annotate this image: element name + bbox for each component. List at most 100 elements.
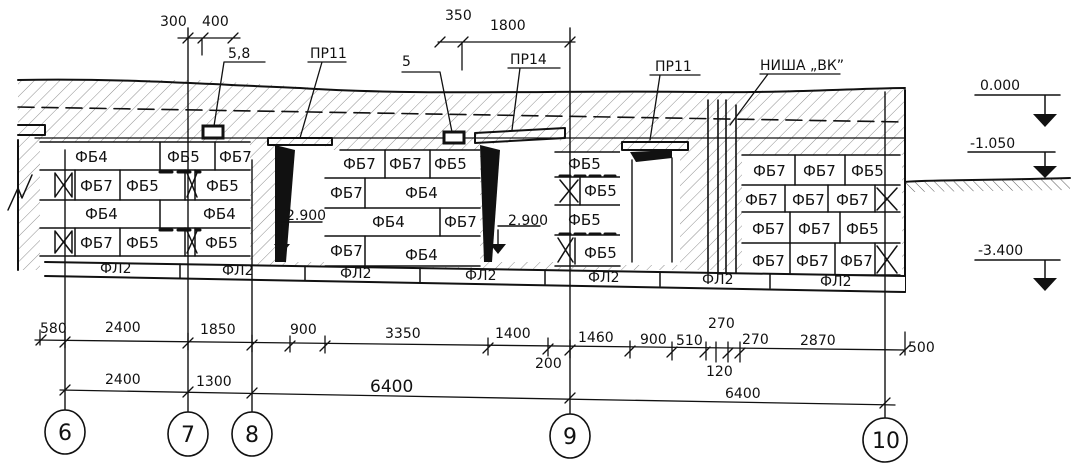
lintel-label: ПР11 (655, 59, 692, 75)
block-label: ФБ7 (792, 191, 825, 209)
elevation-arrow (274, 244, 290, 254)
block-label: ФБ5 (167, 148, 200, 166)
block-label: ФБ4 (203, 205, 236, 223)
block-label: ФБ4 (85, 205, 118, 223)
ground-dashed-line (17, 106, 906, 123)
elevation-label: -1.050 (970, 136, 1015, 152)
niche-label: НИША „ВК” (760, 58, 844, 74)
axis-bubble-10: 10 (862, 417, 908, 463)
dimension-label: 6400 (370, 377, 413, 397)
block-label: ФБ7 (444, 213, 477, 231)
block-label: ФБ5 (126, 177, 159, 195)
footing-strip (44, 261, 906, 293)
elevation-arrow (490, 244, 506, 254)
block-label: ФБ5 (851, 162, 884, 180)
top-dimension-lines (177, 32, 841, 141)
dimension-label: 1800 (490, 18, 526, 34)
opening-2 (442, 127, 566, 262)
elevation-label: 0.000 (980, 78, 1020, 94)
grade-hatch (905, 178, 1070, 192)
block-label: ФБ5 (584, 182, 617, 200)
opening-1 (267, 137, 333, 262)
block-group-3 (554, 151, 622, 267)
dimension-label: 2400 (105, 320, 141, 336)
dimension-line-row2 (59, 384, 896, 409)
elevation-arrow (1033, 278, 1057, 291)
dimension-label: 500 (908, 340, 935, 356)
axis-label: 6 (58, 421, 72, 446)
dimension-label: 510 (676, 333, 703, 349)
dimension-label: 400 (202, 14, 229, 30)
dimension-label: 350 (445, 8, 472, 24)
dimension-label: 3350 (385, 326, 421, 342)
block-label: ФБ5 (206, 177, 239, 195)
dimension-label: 5 (402, 54, 411, 70)
dimension-label: 5,8 (228, 46, 250, 62)
lintel-label: ПР14 (510, 52, 547, 68)
break-mark (7, 174, 33, 211)
block-label: ФБ5 (584, 244, 617, 262)
wall-left-edge (17, 124, 46, 271)
block-label: ФБ7 (798, 220, 831, 238)
dimension-label: 1400 (495, 326, 531, 342)
block-group-2 (324, 149, 481, 267)
block-label: ФБ7 (836, 191, 869, 209)
dimension-label: 580 (40, 321, 67, 337)
block-label: ФБ7 (330, 184, 363, 202)
axis-label: 8 (245, 423, 259, 448)
axis-bubble-8: 8 (231, 411, 273, 457)
dimension-label: 200 (535, 356, 562, 372)
axis-bubble-7: 7 (167, 411, 209, 457)
dimension-label: 1460 (578, 330, 614, 346)
dimension-label: 1300 (196, 374, 232, 390)
block-label: ФБ5 (205, 234, 238, 252)
axis-label: 9 (563, 425, 577, 450)
axis-bubble-9: 9 (549, 413, 591, 459)
block-label: ФБ7 (330, 242, 363, 260)
footing-label: ФЛ2 (222, 263, 254, 279)
opening-3 (620, 141, 689, 265)
block-label: ФБ4 (405, 246, 438, 264)
elevation-label: -3.400 (978, 243, 1023, 259)
footing-label: ФЛ2 (340, 266, 372, 282)
block-label: ФБ5 (568, 155, 601, 173)
niche-vk-lines (707, 99, 737, 276)
footing-label: ФЛ2 (100, 261, 132, 277)
elevation-label: 2.900 (508, 213, 548, 229)
elevation-arrow (1033, 114, 1057, 127)
block-label: ФБ4 (75, 148, 108, 166)
dimension-label: 270 (708, 316, 735, 332)
dimension-label: 2870 (800, 333, 836, 349)
dimension-line-row1 (34, 329, 911, 363)
dimension-label: 6400 (725, 386, 761, 402)
block-label: ФБ7 (745, 191, 778, 209)
axis-label: 10 (872, 429, 900, 454)
lintel-label: ПР11 (310, 46, 347, 62)
block-label: ФБ7 (796, 252, 829, 270)
soil-top-line (17, 78, 906, 94)
small-opening-58 (201, 124, 225, 140)
block-label: ФБ7 (80, 177, 113, 195)
axis-bubble-6: 6 (44, 409, 86, 455)
dimension-label: 900 (290, 322, 317, 338)
block-label: ФБ7 (752, 252, 785, 270)
block-group-4 (741, 154, 902, 277)
footing-label: ФЛ2 (465, 268, 497, 284)
footing-label: ФЛ2 (702, 272, 734, 288)
dimension-label: 270 (742, 332, 769, 348)
block-label: ФБ7 (753, 162, 786, 180)
block-label: ФБ7 (752, 220, 785, 238)
block-label: ФБ7 (803, 162, 836, 180)
dimension-label: 2400 (105, 372, 141, 388)
block-label: ФБ7 (343, 155, 376, 173)
elevation-arrow (1033, 166, 1057, 178)
block-label: ФБ5 (434, 155, 467, 173)
block-label: ФБ5 (568, 211, 601, 229)
axis-label: 7 (181, 423, 195, 448)
block-label: ФБ7 (389, 155, 422, 173)
block-label: ФБ5 (846, 220, 879, 238)
dimension-label: 900 (640, 332, 667, 348)
block-label: ФБ7 (219, 148, 252, 166)
block-label: ФБ4 (405, 184, 438, 202)
